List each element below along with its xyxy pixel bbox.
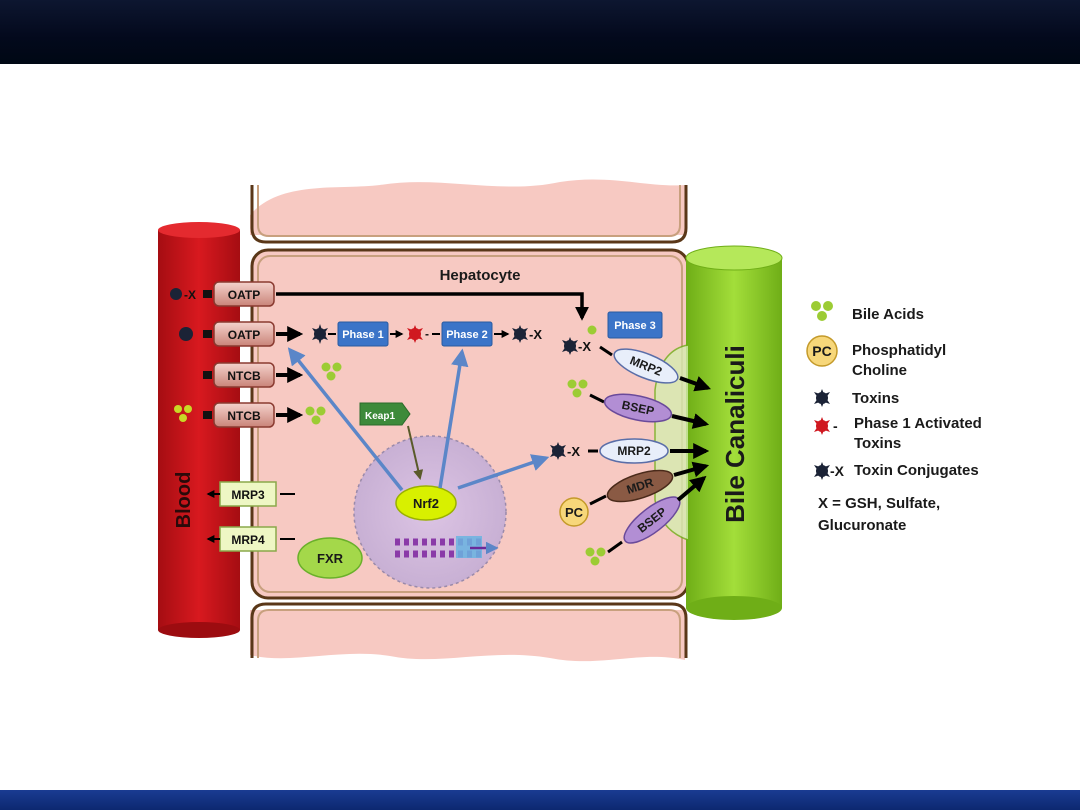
svg-text:MRP2: MRP2 bbox=[617, 444, 651, 458]
legend-pc-icon: PC bbox=[806, 335, 838, 367]
phase1-activated-toxin: - bbox=[407, 325, 429, 343]
ntcb-transporter-1: NTCB bbox=[213, 362, 275, 388]
legend-conjugate-icon: -X bbox=[814, 462, 845, 480]
svg-text:Nrf2: Nrf2 bbox=[413, 496, 439, 511]
blood-toxin bbox=[179, 327, 212, 341]
conjugate-before-mrp2-mid: -X bbox=[550, 442, 580, 460]
legend-phase1-activated-toxins: Toxins bbox=[854, 435, 901, 452]
phase3-enzyme: Phase 3 bbox=[607, 311, 663, 339]
blood-label: Blood bbox=[173, 472, 195, 529]
svg-text:-X: -X bbox=[830, 463, 845, 479]
svg-text:Phase 1: Phase 1 bbox=[342, 329, 384, 341]
blood-toxin-conjugate: -X bbox=[170, 288, 212, 302]
bile-canaliculi: Bile Canaliculi bbox=[654, 245, 783, 620]
bile-acids-before-bsep-bottom bbox=[585, 547, 606, 566]
footer-bar bbox=[0, 790, 1080, 810]
nrf2-to-oatp-arrow bbox=[287, 347, 404, 492]
nrf2-regulator: Nrf2 bbox=[395, 485, 457, 521]
svg-text:-X: -X bbox=[578, 339, 591, 354]
legend-toxin-conjugates: Toxin Conjugates bbox=[854, 462, 979, 479]
ntcb-transporter-2: NTCB bbox=[213, 402, 275, 428]
legend-x-definition-2: Glucuronate bbox=[818, 517, 906, 534]
lower-cell-membrane bbox=[250, 602, 688, 658]
legend-activated-toxin-icon: - bbox=[814, 417, 838, 435]
upper-cell-membrane bbox=[250, 185, 688, 244]
svg-text:Phase 3: Phase 3 bbox=[614, 320, 656, 332]
svg-text:-: - bbox=[833, 418, 838, 434]
nrf2-to-phase2-arrow bbox=[438, 348, 469, 489]
svg-text:NTCB: NTCB bbox=[227, 369, 261, 383]
legend-choline: Choline bbox=[852, 362, 907, 379]
toxin-conjugate-after-phase2: -X bbox=[512, 325, 542, 343]
oatp-bypass-arrow bbox=[276, 292, 589, 321]
svg-text:Keap1: Keap1 bbox=[365, 411, 395, 422]
svg-text:OATP: OATP bbox=[228, 328, 260, 342]
bile-canaliculi-label: Bile Canaliculi bbox=[720, 345, 750, 523]
pc-substrate: PC bbox=[559, 497, 589, 527]
legend-bile-acids: Bile Acids bbox=[852, 306, 924, 323]
phase2-enzyme: Phase 2 bbox=[441, 321, 493, 347]
svg-text:OATP: OATP bbox=[228, 288, 260, 302]
svg-text:BSEP: BSEP bbox=[621, 398, 656, 418]
oatp-transporter-1: OATP bbox=[213, 281, 275, 307]
toxin-after-uptake bbox=[312, 324, 328, 344]
dna-strand bbox=[395, 536, 499, 558]
svg-text:FXR: FXR bbox=[317, 551, 344, 566]
legend-toxins: Toxins bbox=[852, 390, 899, 407]
nrf2-to-mrp2-arrow bbox=[457, 454, 550, 490]
bile-acids-after-ntcb1 bbox=[321, 362, 342, 381]
svg-text:-X: -X bbox=[567, 444, 580, 459]
legend: Bile Acids PC Phosphatidyl Choline Toxin… bbox=[806, 301, 982, 534]
title-bar bbox=[0, 0, 1080, 64]
mdr-transporter: MDR bbox=[606, 469, 674, 503]
mrp4-transporter: MRP4 bbox=[219, 526, 277, 552]
upper-neighbor-cell bbox=[250, 179, 685, 235]
bsep-transporter-top: BSEP bbox=[603, 393, 673, 423]
svg-text:MRP4: MRP4 bbox=[231, 533, 265, 547]
bile-acids-before-bsep-top bbox=[567, 379, 588, 398]
svg-text:Phase 2: Phase 2 bbox=[446, 329, 488, 341]
legend-x-definition: X = GSH, Sulfate, bbox=[818, 495, 940, 512]
legend-phase1-activated: Phase 1 Activated bbox=[854, 415, 982, 432]
legend-phosphatidyl: Phosphatidyl bbox=[852, 342, 946, 359]
svg-text:PC: PC bbox=[812, 343, 831, 359]
svg-text:PC: PC bbox=[565, 505, 584, 520]
legend-bile-acids-icon bbox=[811, 301, 833, 321]
svg-text:-X: -X bbox=[529, 327, 542, 342]
mrp2-transporter-mid: MRP2 bbox=[599, 438, 669, 464]
lower-neighbor-cell bbox=[250, 610, 685, 662]
svg-text:-: - bbox=[425, 327, 429, 341]
fxr-receptor: FXR bbox=[297, 537, 363, 579]
bile-acids-after-ntcb2 bbox=[305, 406, 326, 425]
svg-text:NTCB: NTCB bbox=[227, 409, 261, 423]
hepatocyte-transport-diagram: Hepatocyte Blood Bile Canaliculi OATP OA… bbox=[140, 170, 1020, 670]
phase1-enzyme: Phase 1 bbox=[337, 321, 389, 347]
hepatocyte-label: Hepatocyte bbox=[440, 267, 521, 284]
legend-toxin-icon bbox=[814, 389, 830, 407]
mrp3-transporter: MRP3 bbox=[219, 481, 277, 507]
oatp-transporter-2: OATP bbox=[213, 321, 275, 347]
diagram-svg: Hepatocyte Blood Bile Canaliculi OATP OA… bbox=[158, 179, 982, 662]
svg-text:-X: -X bbox=[184, 288, 196, 302]
conjugate-before-mrp2-top: -X bbox=[562, 325, 597, 355]
keap1-regulator: Keap1 bbox=[359, 402, 411, 426]
svg-text:MRP3: MRP3 bbox=[231, 488, 265, 502]
blood-bile-acids bbox=[174, 405, 212, 422]
